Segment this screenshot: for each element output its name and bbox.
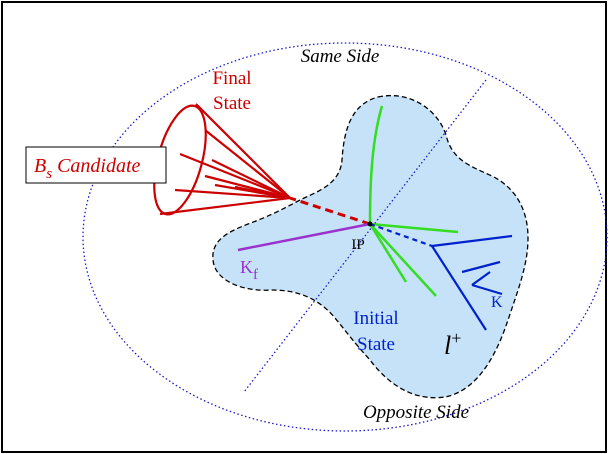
cone-track — [211, 159, 291, 199]
same-side-label: Same Side — [301, 46, 380, 67]
lepton-track — [431, 245, 487, 331]
kf-label: Kf — [240, 257, 258, 283]
side-divider-line — [243, 79, 487, 393]
cone-edge-top — [195, 103, 291, 199]
ip-label: IP — [351, 237, 364, 253]
lepton-label: l+ — [444, 328, 461, 360]
initial-state-region — [212, 95, 529, 399]
kaon-track — [471, 283, 503, 296]
final-state-label-1: Final — [212, 68, 251, 89]
green-track-up — [368, 105, 384, 225]
cone-track — [174, 188, 291, 200]
event-ellipse — [82, 42, 608, 432]
final-state-label-2: State — [213, 93, 251, 114]
cone-edge-bottom — [159, 196, 291, 216]
bs-candidate-box — [25, 146, 167, 184]
k-label: K — [491, 294, 503, 311]
bs-flight-line — [289, 196, 371, 226]
initial-state-label-2: State — [357, 334, 395, 355]
green-track-right — [369, 222, 459, 234]
cone-track — [179, 152, 291, 200]
kaon-track-branch — [471, 271, 491, 286]
kf-track — [237, 222, 371, 252]
opposite-side-label: Opposite Side — [363, 402, 469, 423]
green-track-short — [368, 223, 408, 283]
green-track-down — [369, 223, 437, 297]
blue-track-branch — [461, 260, 501, 274]
blue-tracks — [369, 222, 513, 331]
b-flight-line — [369, 222, 433, 248]
final-state-cone — [153, 103, 291, 216]
cone-track — [234, 185, 291, 200]
initial-state-label-1: Initial — [353, 308, 398, 329]
bs-candidate-label: Bs Candidate — [34, 155, 141, 182]
cone-track — [204, 129, 291, 199]
blue-track-upper — [431, 234, 513, 248]
green-tracks — [368, 105, 459, 297]
ip-point — [367, 221, 373, 227]
